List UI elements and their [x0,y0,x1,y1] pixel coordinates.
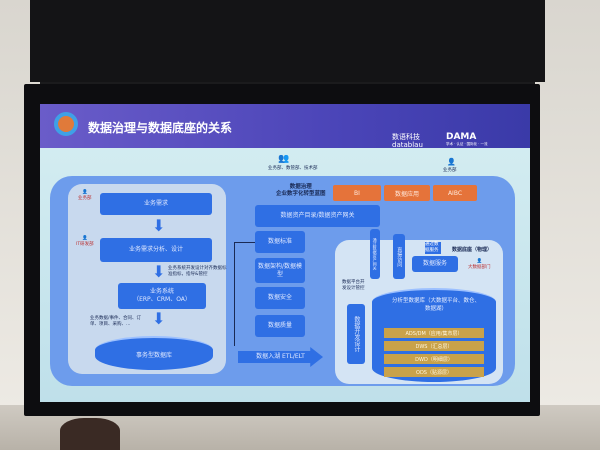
layer-dwd: DWD（明细层） [384,354,484,364]
page-title: 数据治理与数据底座的关系 [88,121,233,135]
app-data-application: 数据应用 [384,185,430,201]
transaction-db: 事务型数据库 [95,336,213,370]
analytic-warehouse: 分析型数据库（大数据平台、数仓、数据湖） ADS/DM（应用/集市层） DWS（… [372,288,496,382]
ingest-arrow: 数据入湖 ETL/ELT [238,347,323,367]
consumer-label: 业务部 [443,168,457,173]
logo-icon [54,112,78,136]
business-system: 业务系统（ERP、CRM、OA） [118,283,206,309]
base-title: 数据底座（物理） [452,247,493,253]
demand-analysis: 业务需求分析、设计 [100,238,212,262]
role-business: 👤业务部 [78,190,92,201]
right-window [535,0,600,450]
note-business-data: 业务数据/事件、合同、订单、项目、采购、… [90,316,142,327]
arrow-down-icon: ⬇ [152,216,166,235]
warehouse-label: 分析型数据库（大数据平台、数仓、数据湖） [391,298,480,312]
roles-label: 业务部、数管部、技术部 [268,166,318,171]
people-icon: 👥 [278,154,290,164]
dev-note: 数据平台开发设计管控 [342,280,365,291]
arrow-direct-access: 直接访问 [393,234,405,279]
arrow-via-gateway: 通过数据资产网关 [370,229,380,279]
governance-title: 数据治理企业数字化转型蓝图 [276,184,326,198]
consumer-icon: 👤 [447,158,456,166]
arrow-down-icon: ⬇ [152,309,166,328]
gov-item-standard: 数据标准 [255,231,305,253]
gov-item-security: 数据安全 [255,287,305,309]
asset-catalog: 数据资产目录/数据资产网关 [255,205,380,227]
gov-item-architecture: 数据架构/数据模型 [255,258,305,283]
data-dev-design: 数据开发设计 [347,304,365,364]
note-dev-design: 业务系统开发设计对齐数据标准指标，指导&管控 [168,266,227,277]
connector-line [234,242,255,346]
dama-logo: DAMA 学术 · 认证 · 国际化 · 一流 [446,132,488,146]
arrow-via-service: 通过数据服务 [425,242,441,254]
arrow-down-icon: ⬇ [152,262,166,281]
layer-dws: DWS（汇总层） [384,341,484,351]
ceiling [30,0,545,82]
business-demand: 业务需求 [100,193,212,215]
data-service: 数据服务 [412,256,458,272]
app-aibc: AIBC [433,185,477,201]
dept-label: 👤大数据部门 [468,259,491,270]
layer-ads: ADS/DM（应用/集市层） [384,328,484,338]
gov-item-quality: 数据质量 [255,315,305,337]
app-bi: BI [333,185,381,201]
layer-ods: ODS（贴源层） [384,367,484,377]
audience-hand [60,418,120,450]
role-it: 👤IT研发部 [76,236,94,247]
